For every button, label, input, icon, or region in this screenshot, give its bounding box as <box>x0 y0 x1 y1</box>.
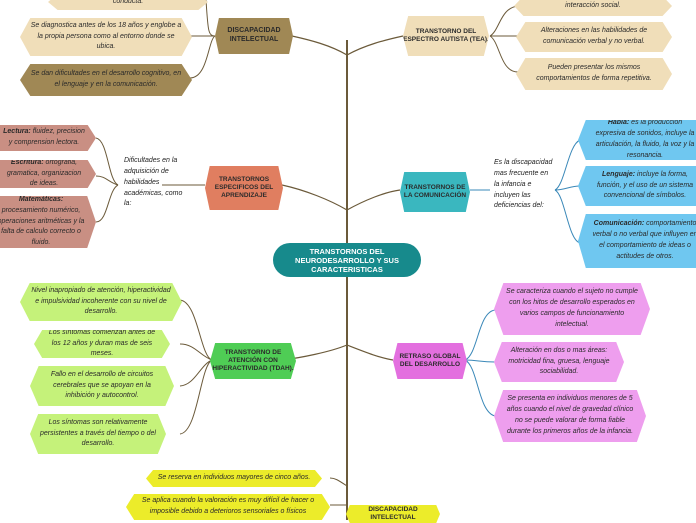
retraso-item-3[interactable]: Se presenta en individuos menores de 5 a… <box>494 390 646 442</box>
tea-item-1[interactable]: interacción social. <box>514 0 672 16</box>
tdah-title: TRANSTORNO DE ATENCIÓN CON HIPERACTIVIDA… <box>212 348 294 373</box>
tdah-item-2[interactable]: Los síntomas comienzan antes de los 12 a… <box>34 330 170 358</box>
comunicacion-node[interactable]: TRANSTORNOS DE LA COMUNICACIÓN <box>400 172 470 212</box>
discapacidad-item-2[interactable]: Se diagnostica antes de los 18 años y en… <box>20 18 192 56</box>
aprendizaje-intro: Dificultades en la adquisición de habili… <box>124 157 183 208</box>
retraso-item-2[interactable]: Alteración en dos o mas áreas: motricida… <box>494 342 624 382</box>
comunicacion-habla-text: Habla: es la producción expresiva de son… <box>595 119 695 159</box>
aprendizaje-escritura-text: Escritura: ortografia, gramatica, organi… <box>6 158 82 188</box>
comunicacion-lenguaje-text: Lenguaje: incluye la forma, función, y e… <box>596 170 694 200</box>
retraso-item-1[interactable]: Se caracteriza cuando el sujeto no cumpl… <box>494 283 650 335</box>
comunicacion-comunicacion-text: Comunicación: comportamiento verbal o no… <box>592 220 696 260</box>
tea-item-2[interactable]: Alteraciones en las habilidades de comun… <box>516 22 672 52</box>
comunicacion-title: TRANSTORNOS DE LA COMUNICACIÓN <box>403 183 467 199</box>
retraso-node[interactable]: RETRASO GLOBAL DEL DESARROLLO <box>393 343 467 379</box>
aprendizaje-lectura-text: Lectura: fluidez, precision y comprensio… <box>3 128 85 146</box>
aprendizaje-title: TRANSTORNOS ESPECIFICOS DEL APRENDIZAJE <box>214 175 274 200</box>
comunicacion-intro: Es la discapacidad mas frecuente en la i… <box>494 159 553 210</box>
tea-item-3[interactable]: Pueden presentar los mismos comportamien… <box>516 58 672 90</box>
tdah-item-3[interactable]: Fallo en el desarrollo de circuitos cere… <box>30 366 174 406</box>
discapacidad-bottom-node[interactable]: DISCAPACIDAD INTELECTUAL <box>346 505 440 523</box>
tdah-item-1[interactable]: Nivel inapropiado de atención, hiperacti… <box>20 283 182 321</box>
comunicacion-lenguaje[interactable]: Lenguaje: incluye la forma, función, y e… <box>578 166 696 206</box>
discapacidad-bottom-item-2[interactable]: Se aplica cuando la valoración es muy di… <box>126 494 330 520</box>
retraso-title: RETRASO GLOBAL DEL DESARROLLO <box>399 352 461 368</box>
aprendizaje-matematicas-text: Matemáticas: procesamiento numérico, ope… <box>0 195 85 247</box>
comunicacion-comunicacion[interactable]: Comunicación: comportamiento verbal o no… <box>578 214 696 268</box>
discapacidad-item-1[interactable]: conducta. <box>48 0 208 10</box>
aprendizaje-lectura[interactable]: Lectura: fluidez, precision y comprensio… <box>0 125 96 151</box>
discapacidad-bottom-item-1[interactable]: Se reserva en individuos mayores de cinc… <box>146 470 322 487</box>
tea-node[interactable]: TRANSTORNO DEL ESPECTRO AUTISTA (TEA). <box>403 16 489 56</box>
aprendizaje-node[interactable]: TRANSTORNOS ESPECIFICOS DEL APRENDIZAJE <box>205 166 283 210</box>
tdah-item-4[interactable]: Los síntomas son relativamente persisten… <box>30 414 166 454</box>
central-topic[interactable]: TRANSTORNOS DEL NEURODESARROLLO Y SUS CA… <box>273 243 421 277</box>
discapacidad-intelectual-node[interactable]: DISCAPACIDAD INTELECTUAL <box>215 18 293 54</box>
tdah-node[interactable]: TRANSTORNO DE ATENCIÓN CON HIPERACTIVIDA… <box>210 343 296 379</box>
aprendizaje-escritura[interactable]: Escritura: ortografia, gramatica, organi… <box>0 160 96 188</box>
discapacidad-item-3[interactable]: Se dan dificultades en el desarrollo cog… <box>20 64 192 96</box>
aprendizaje-matematicas[interactable]: Matemáticas: procesamiento numérico, ope… <box>0 196 96 248</box>
comunicacion-habla[interactable]: Habla: es la producción expresiva de son… <box>578 120 696 160</box>
